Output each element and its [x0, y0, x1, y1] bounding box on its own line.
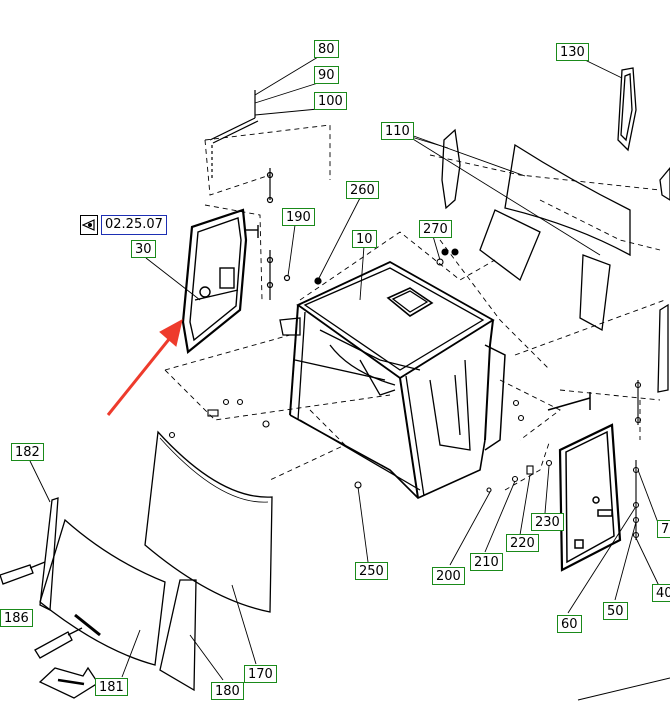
front-direction-arrow: [38, 666, 99, 699]
callout-180[interactable]: 180: [211, 682, 244, 700]
callout-90[interactable]: 90: [314, 66, 339, 84]
cab-frame-10: [279, 260, 506, 499]
right-door-60: [547, 392, 622, 572]
callout-30[interactable]: 30: [131, 240, 156, 258]
callout-110[interactable]: 110: [381, 122, 414, 140]
side-piece-130: [617, 67, 670, 393]
callout-260[interactable]: 260: [346, 181, 379, 199]
eye-view-icon: [80, 215, 98, 235]
callout-200[interactable]: 200: [432, 567, 465, 585]
strip-180: [159, 579, 197, 692]
callout-210[interactable]: 210: [470, 553, 503, 571]
callout-170[interactable]: 170: [244, 665, 277, 683]
callout-60[interactable]: 60: [557, 615, 582, 633]
callout-10[interactable]: 10: [352, 230, 377, 248]
callout-80[interactable]: 80: [314, 40, 339, 58]
callout-230[interactable]: 230: [531, 513, 564, 531]
lower-glass-181: [39, 518, 166, 666]
windshield-170: [144, 430, 273, 613]
door-30: [181, 208, 259, 355]
callout-182[interactable]: 182: [11, 443, 44, 461]
callout-250[interactable]: 250: [355, 562, 388, 580]
hinge-pins: [266, 168, 322, 300]
callout-50[interactable]: 50: [603, 602, 628, 620]
callout-186[interactable]: 186: [0, 609, 33, 627]
callout-181[interactable]: 181: [95, 678, 128, 696]
rear-windows-110: [441, 128, 631, 332]
callout-7x[interactable]: 7: [657, 520, 670, 538]
callout-190[interactable]: 190: [282, 208, 315, 226]
callout-130[interactable]: 130: [556, 43, 589, 61]
callout-270[interactable]: 270: [419, 220, 452, 238]
side-strip-182: [39, 497, 59, 612]
callout-leaders: [29, 56, 661, 681]
callout-100[interactable]: 100: [314, 92, 347, 110]
reference-code[interactable]: 02.25.07: [101, 215, 167, 235]
callout-220[interactable]: 220: [506, 534, 539, 552]
bottom-edge-line: [577, 677, 670, 701]
upper-small-window-100: [209, 90, 259, 180]
gas-struts-186: [0, 561, 83, 659]
indicator-arrow: [106, 319, 183, 416]
callout-40[interactable]: 40: [652, 584, 670, 602]
view-reference[interactable]: 02.25.07: [80, 213, 173, 237]
